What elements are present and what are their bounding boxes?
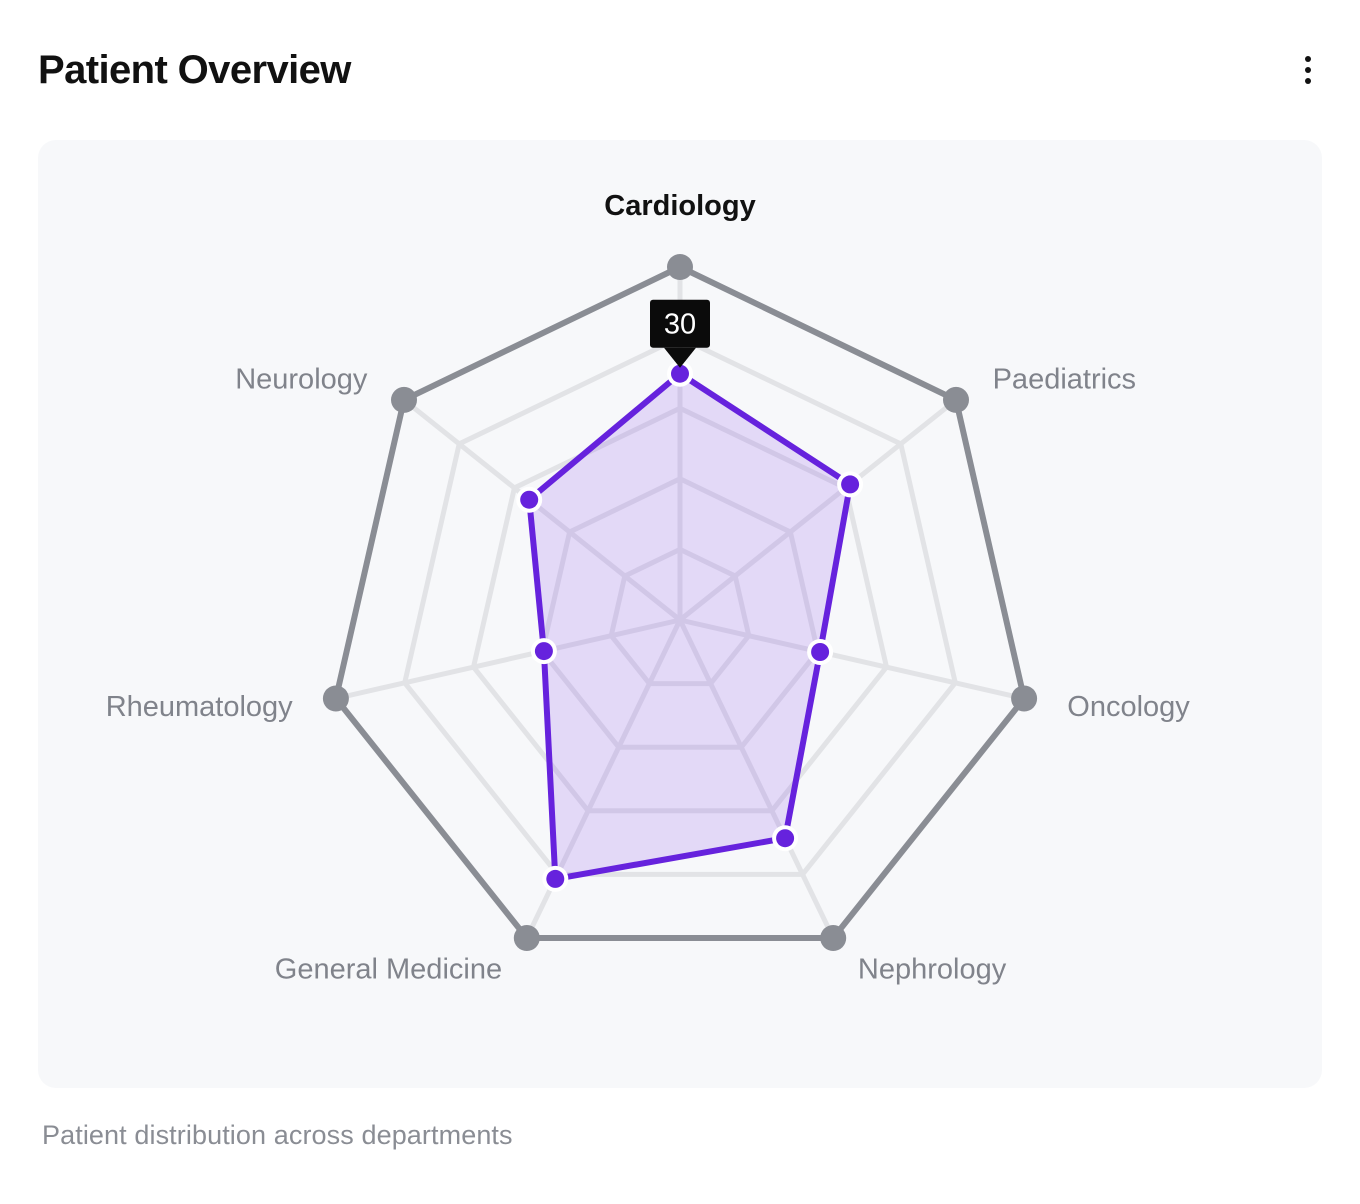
radar-point-rheumatology[interactable] — [534, 642, 553, 661]
radar-series-line — [526, 370, 854, 882]
chart-caption: Patient distribution across departments — [42, 1120, 513, 1150]
radar-point-oncology[interactable] — [811, 643, 830, 661]
radar-outer-ring — [332, 264, 1028, 941]
kebab-dot-2 — [1305, 67, 1311, 73]
radar-outer-vertices — [322, 254, 1038, 951]
axis-label-neurology: Neurology — [235, 364, 368, 396]
radar-point-cardiology[interactable] — [671, 364, 689, 383]
radar-data-points[interactable] — [516, 360, 864, 892]
radar-point-paediatrics[interactable] — [841, 475, 860, 494]
card-header: Patient Overview — [38, 38, 1330, 102]
radar-grid — [402, 335, 958, 877]
axis-label-cardiology: Cardiology — [604, 190, 755, 222]
axis-label-rheumatology: Rheumatology — [106, 691, 293, 723]
radar-series-area — [529, 373, 851, 879]
tooltip-value: 30 — [664, 309, 696, 341]
radar-point-nephrology[interactable] — [776, 829, 795, 848]
radar-point-general-medicine[interactable] — [546, 869, 565, 888]
axis-label-general-medicine: General Medicine — [275, 954, 502, 986]
axis-label-nephrology: Nephrology — [858, 954, 1007, 986]
kebab-dot-1 — [1305, 56, 1311, 62]
axis-label-paediatrics: Paediatrics — [993, 364, 1136, 396]
page-title: Patient Overview — [38, 48, 351, 92]
axis-label-oncology: Oncology — [1067, 691, 1190, 723]
kebab-dot-3 — [1305, 78, 1311, 84]
radar-point-neurology[interactable] — [520, 490, 539, 509]
kebab-menu-icon[interactable] — [1286, 48, 1330, 92]
radar-tooltip: 30 — [650, 299, 710, 368]
